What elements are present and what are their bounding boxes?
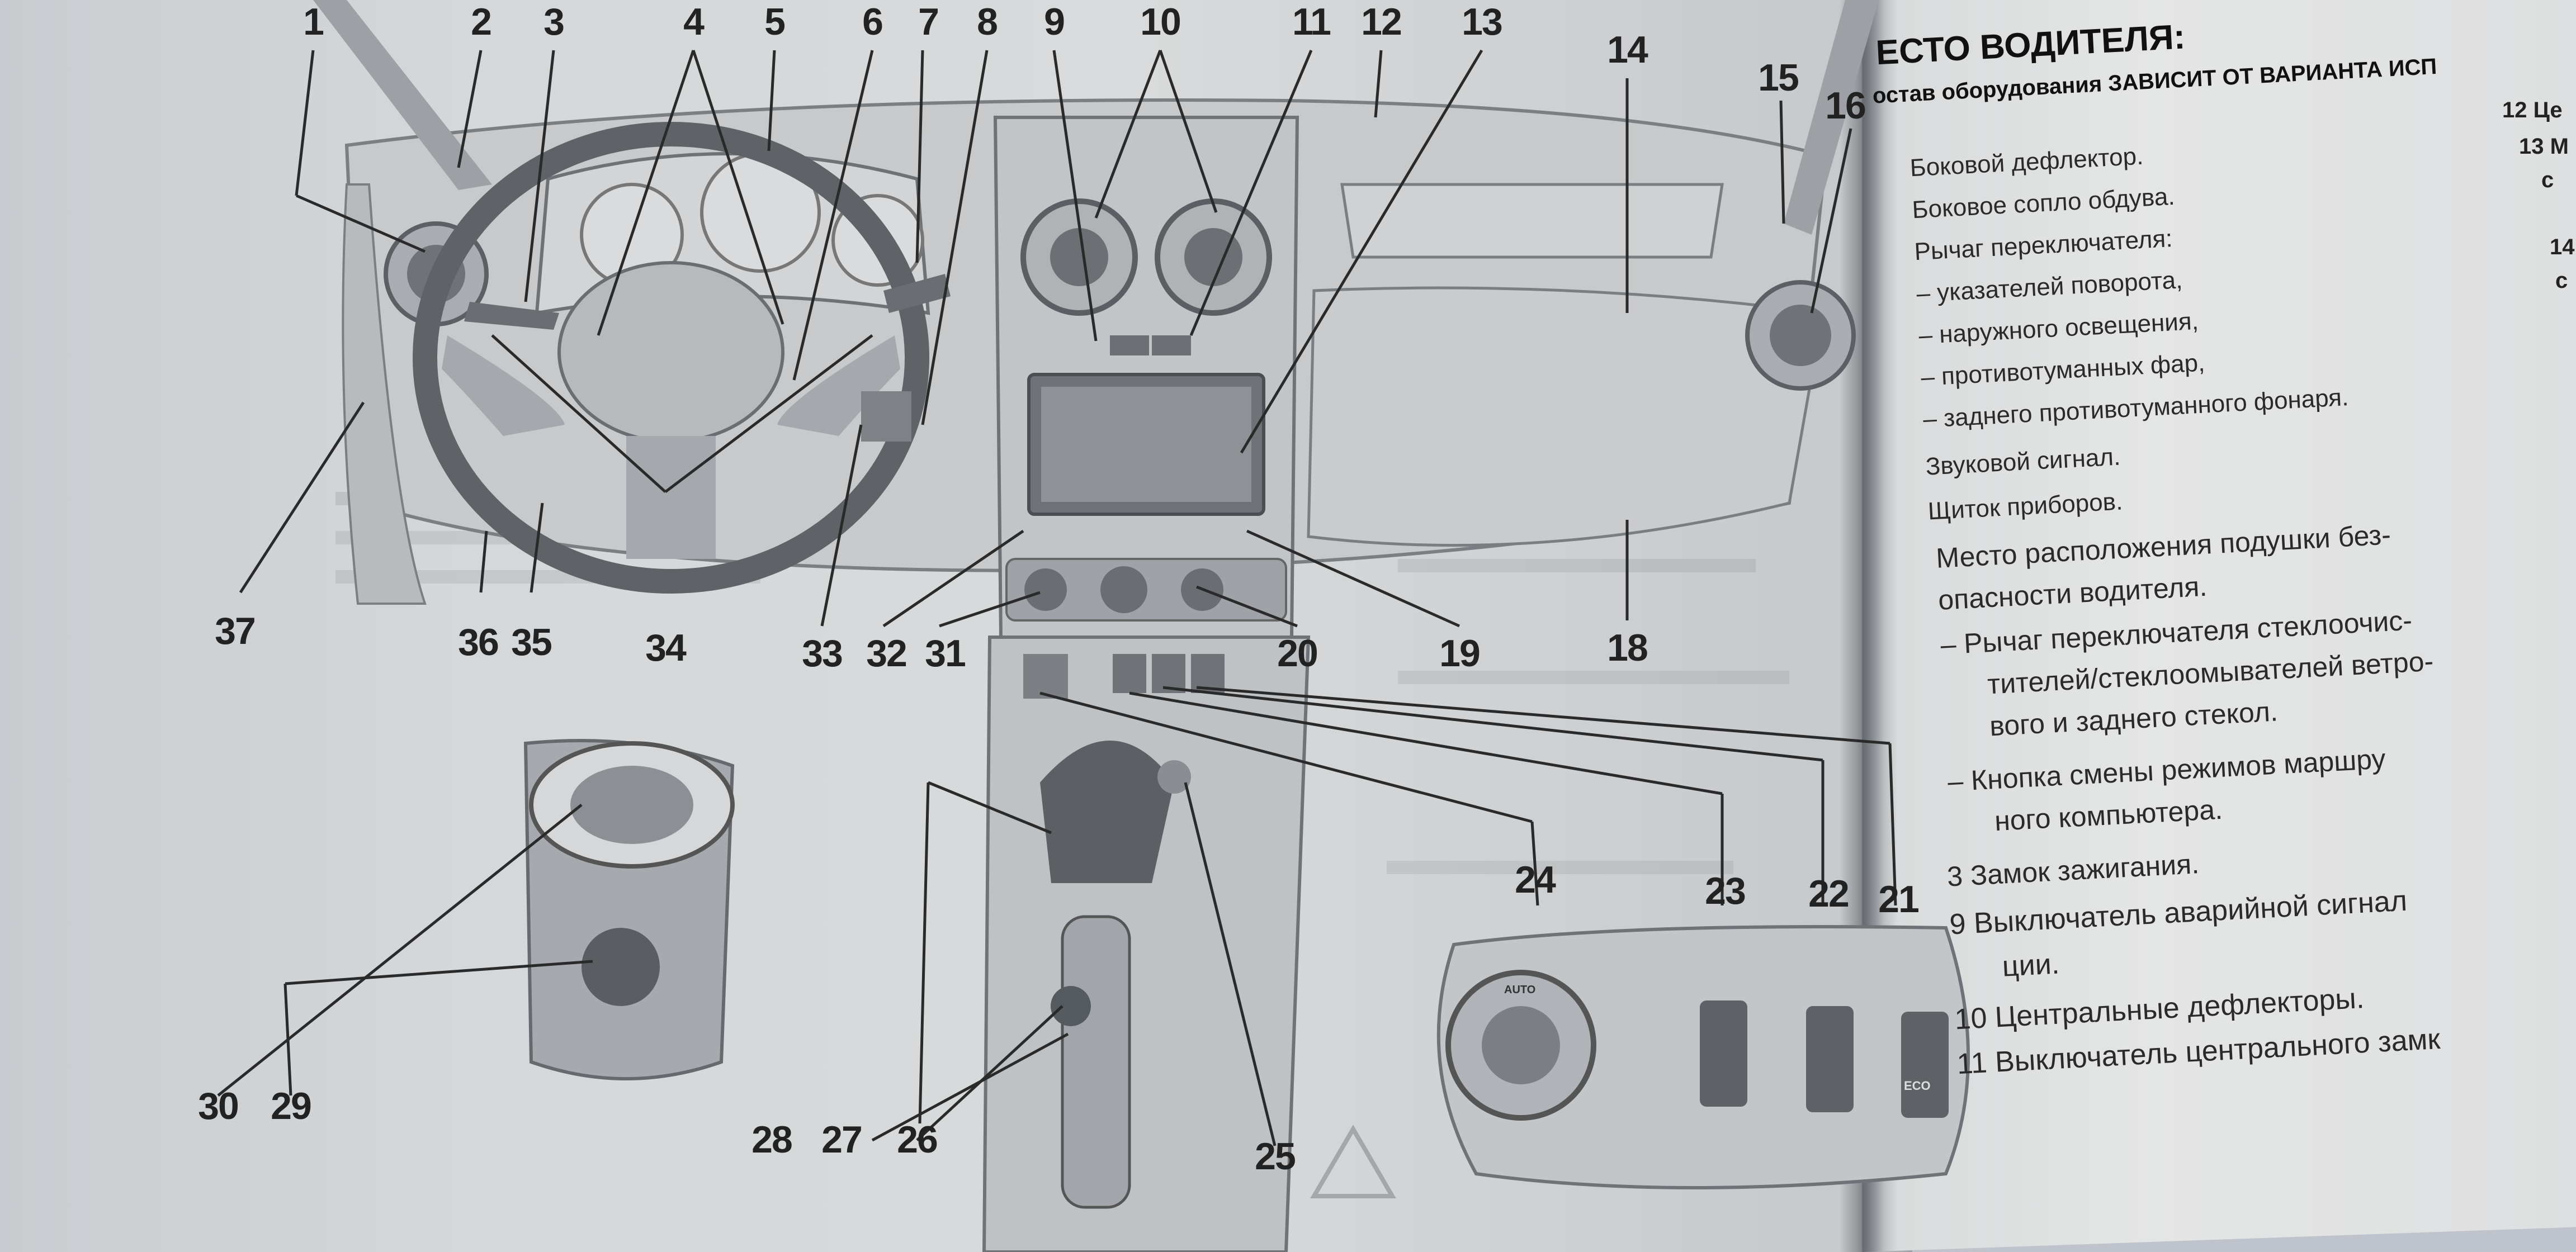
legend-line: Боковое сопло обдува. xyxy=(1911,182,2176,224)
steering-wheel xyxy=(413,122,929,594)
left-a-pillar xyxy=(313,0,492,190)
legend-line: Звуковой сигнал. xyxy=(1925,443,2121,481)
callout-16: 16 xyxy=(1825,84,1866,127)
callout-19: 19 xyxy=(1439,632,1481,675)
legend-line: – указателей поворота, xyxy=(1916,266,2183,308)
callout-36: 36 xyxy=(458,621,499,663)
legend-line: Место расположения подушки без- xyxy=(1935,519,2392,574)
callout-7: 7 xyxy=(918,1,939,43)
callout-9: 9 xyxy=(1044,1,1065,43)
callout-23: 23 xyxy=(1705,870,1746,912)
edge-item: с xyxy=(2541,168,2554,192)
ignition-area xyxy=(861,391,911,442)
callout-10: 10 xyxy=(1140,1,1181,43)
callout-20: 20 xyxy=(1277,632,1318,675)
callout-25: 25 xyxy=(1255,1135,1296,1178)
ghost-text-block xyxy=(1398,671,1789,684)
callout-18: 18 xyxy=(1607,627,1648,669)
callout-37: 37 xyxy=(215,610,256,652)
legend-line: – заднего противотуманного фонаря. xyxy=(1922,383,2350,433)
callout-3: 3 xyxy=(543,1,565,43)
callout-12: 12 xyxy=(1361,1,1402,43)
callout-15: 15 xyxy=(1758,56,1799,99)
edge-item: 14 xyxy=(2550,235,2575,259)
legend-line: 3 Замок зажигания. xyxy=(1946,848,2200,893)
right-side-vent xyxy=(1745,280,1856,391)
callout-21: 21 xyxy=(1878,878,1920,921)
callout-5: 5 xyxy=(764,1,786,43)
callout-35: 35 xyxy=(511,621,552,663)
callout-1: 1 xyxy=(303,1,324,43)
edge-item: с xyxy=(2555,268,2568,293)
legend-title: ЕСТО ВОДИТЕЛЯ: xyxy=(1875,17,2186,73)
right-a-pillar xyxy=(1784,0,1879,235)
legend-line: – Кнопка смены режимов маршру xyxy=(1946,743,2386,798)
ghost-text-block xyxy=(1387,861,1733,874)
callout-13: 13 xyxy=(1462,1,1503,43)
legend-line: Щиток приборов. xyxy=(1927,487,2124,525)
switch-panel-inset xyxy=(1436,925,1970,1189)
callout-11: 11 xyxy=(1292,1,1331,43)
callout-4: 4 xyxy=(683,1,705,43)
right-stalk xyxy=(883,274,951,313)
callout-2: 2 xyxy=(471,1,492,43)
callout-24: 24 xyxy=(1515,859,1556,901)
eco-switch-label: ECO xyxy=(1904,1079,1931,1093)
callout-22: 22 xyxy=(1808,872,1850,915)
legend-line: – противотуманных фар, xyxy=(1920,349,2206,391)
callout-32: 32 xyxy=(866,632,907,675)
callout-34: 34 xyxy=(645,627,687,669)
edge-item: 13 М xyxy=(2519,134,2569,159)
legend-line: Боковой дефлектор. xyxy=(1909,142,2144,182)
legend-line: 10 Центральные дефлекторы. xyxy=(1954,982,2365,1036)
ghost-text-block xyxy=(1398,559,1756,572)
legend-line: 9 Выключатель аварийной сигнал xyxy=(1949,884,2408,941)
cupholder-inset xyxy=(523,739,735,1080)
left-stalk xyxy=(464,302,559,330)
auto-dial-label: AUTO xyxy=(1504,984,1536,996)
callout-26: 26 xyxy=(897,1118,938,1161)
left-door-trim xyxy=(342,183,427,605)
center-stack xyxy=(993,116,1299,639)
leader-lines xyxy=(217,49,1897,1146)
legend-line: ного компьютера. xyxy=(1993,793,2224,837)
warning-triangle-icon xyxy=(1310,1125,1396,1198)
callout-27: 27 xyxy=(821,1118,863,1161)
callout-30: 30 xyxy=(198,1085,239,1127)
lower-console xyxy=(982,636,1311,1252)
legend-line: – наружного освещения, xyxy=(1918,307,2199,349)
callout-31: 31 xyxy=(925,632,966,675)
callout-28: 28 xyxy=(751,1118,793,1161)
legend-line: ции. xyxy=(2001,947,2060,983)
legend-line: опасности водителя. xyxy=(1937,570,2208,616)
callout-8: 8 xyxy=(977,1,998,43)
callout-14: 14 xyxy=(1607,29,1648,71)
callout-33: 33 xyxy=(802,632,843,675)
callout-6: 6 xyxy=(862,1,883,43)
callout-29: 29 xyxy=(271,1085,312,1127)
legend-line: Рычаг переключателя: xyxy=(1913,225,2173,266)
edge-item: 12 Це xyxy=(2502,98,2563,122)
legend-column: ЕСТО ВОДИТЕЛЯ: остав оборудования ЗАВИСИ… xyxy=(1868,0,2576,1250)
legend-line: вого и заднего стекол. xyxy=(1988,695,2279,742)
